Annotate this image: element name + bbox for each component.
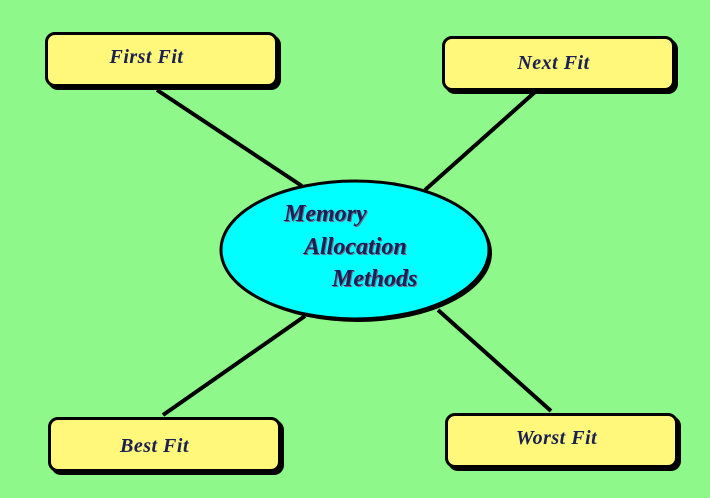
center-label-line-1: Memory [284, 201, 367, 227]
connector-first-fit [155, 88, 304, 188]
node-first-fit: First Fit [45, 32, 278, 87]
center-label-line-2: Allocation [304, 234, 407, 260]
connector-next-fit [423, 90, 537, 192]
node-first-fit-label: First Fit [109, 46, 184, 68]
connector-worst-fit [436, 308, 553, 413]
node-best-fit: Best Fit [48, 417, 281, 472]
center-label-line-3: Methods [332, 266, 418, 292]
node-worst-fit: Worst Fit [445, 413, 678, 468]
node-next-fit-label: Next Fit [517, 52, 590, 74]
center-ellipse [219, 179, 491, 321]
node-next-fit: Next Fit [442, 36, 675, 91]
node-worst-fit-label: Worst Fit [515, 427, 598, 449]
connector-best-fit [161, 314, 307, 417]
node-best-fit-label: Best Fit [119, 435, 189, 457]
